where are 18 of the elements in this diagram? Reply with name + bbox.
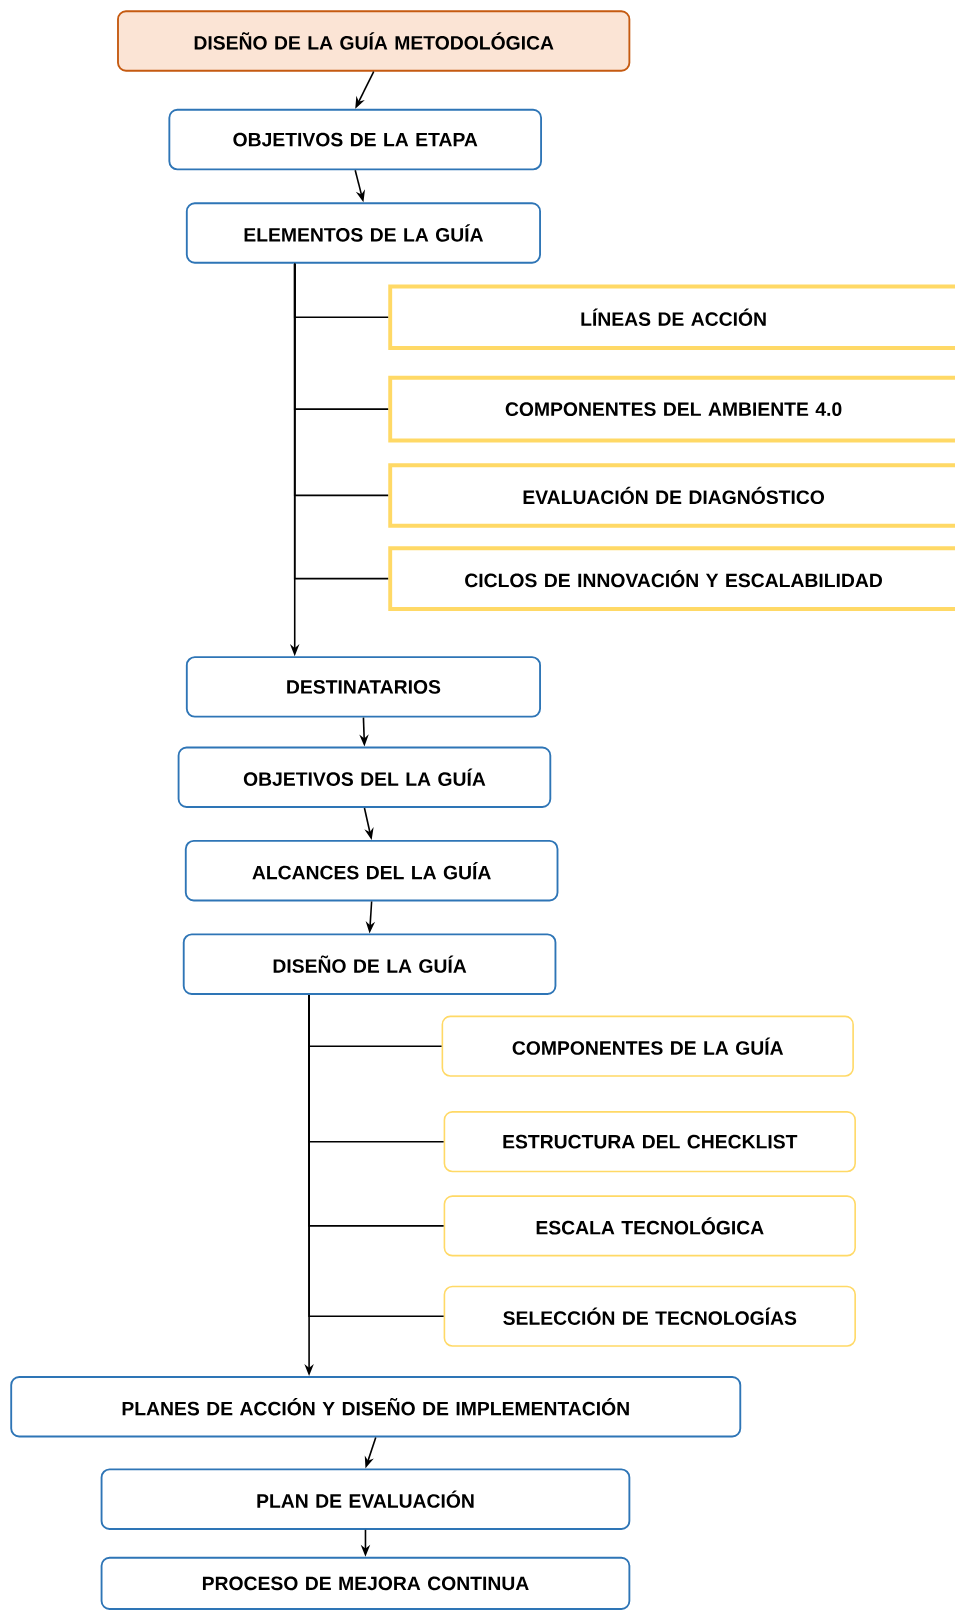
process-box: PROCESO DE MEJORA CONTINUA [100, 1556, 631, 1610]
process-box: ALCANCES DEL LA GUÍA [184, 840, 559, 902]
process-box: DISEÑO DE LA GUÍA [182, 933, 557, 995]
process-box: OBJETIVOS DE LA ETAPA [168, 108, 542, 171]
component-box: COMPONENTES DE LA GUÍA [441, 1015, 854, 1077]
process-box: PLAN DE EVALUACIÓN [100, 1468, 631, 1530]
component-box: ESCALA TECNOLÓGICA [443, 1195, 856, 1257]
element-box: COMPONENTES DEL AMBIENTE 4.0 [388, 375, 955, 443]
component-box: SELECCIÓN DE TECNOLOGÍAS [443, 1285, 856, 1347]
process-box: DESTINATARIOS [185, 656, 541, 718]
process-box: PLANES DE ACCIÓN Y DISEÑO DE IMPLEMENTACIÓN [10, 1376, 742, 1438]
element-box: CICLOS DE INNOVACIÓN Y ESCALABILIDAD [388, 546, 955, 611]
title-box: DISEÑO DE LA GUÍA METODOLÓGICA [117, 10, 631, 72]
process-box: OBJETIVOS DEL LA GUÍA [177, 746, 552, 808]
component-box: ESTRUCTURA DEL CHECKLIST [443, 1111, 856, 1173]
process-box: ELEMENTOS DE LA GUÍA [185, 202, 541, 264]
element-box: EVALUACIÓN DE DIAGNÓSTICO [388, 463, 955, 528]
element-box: LÍNEAS DE ACCIÓN [388, 284, 955, 351]
